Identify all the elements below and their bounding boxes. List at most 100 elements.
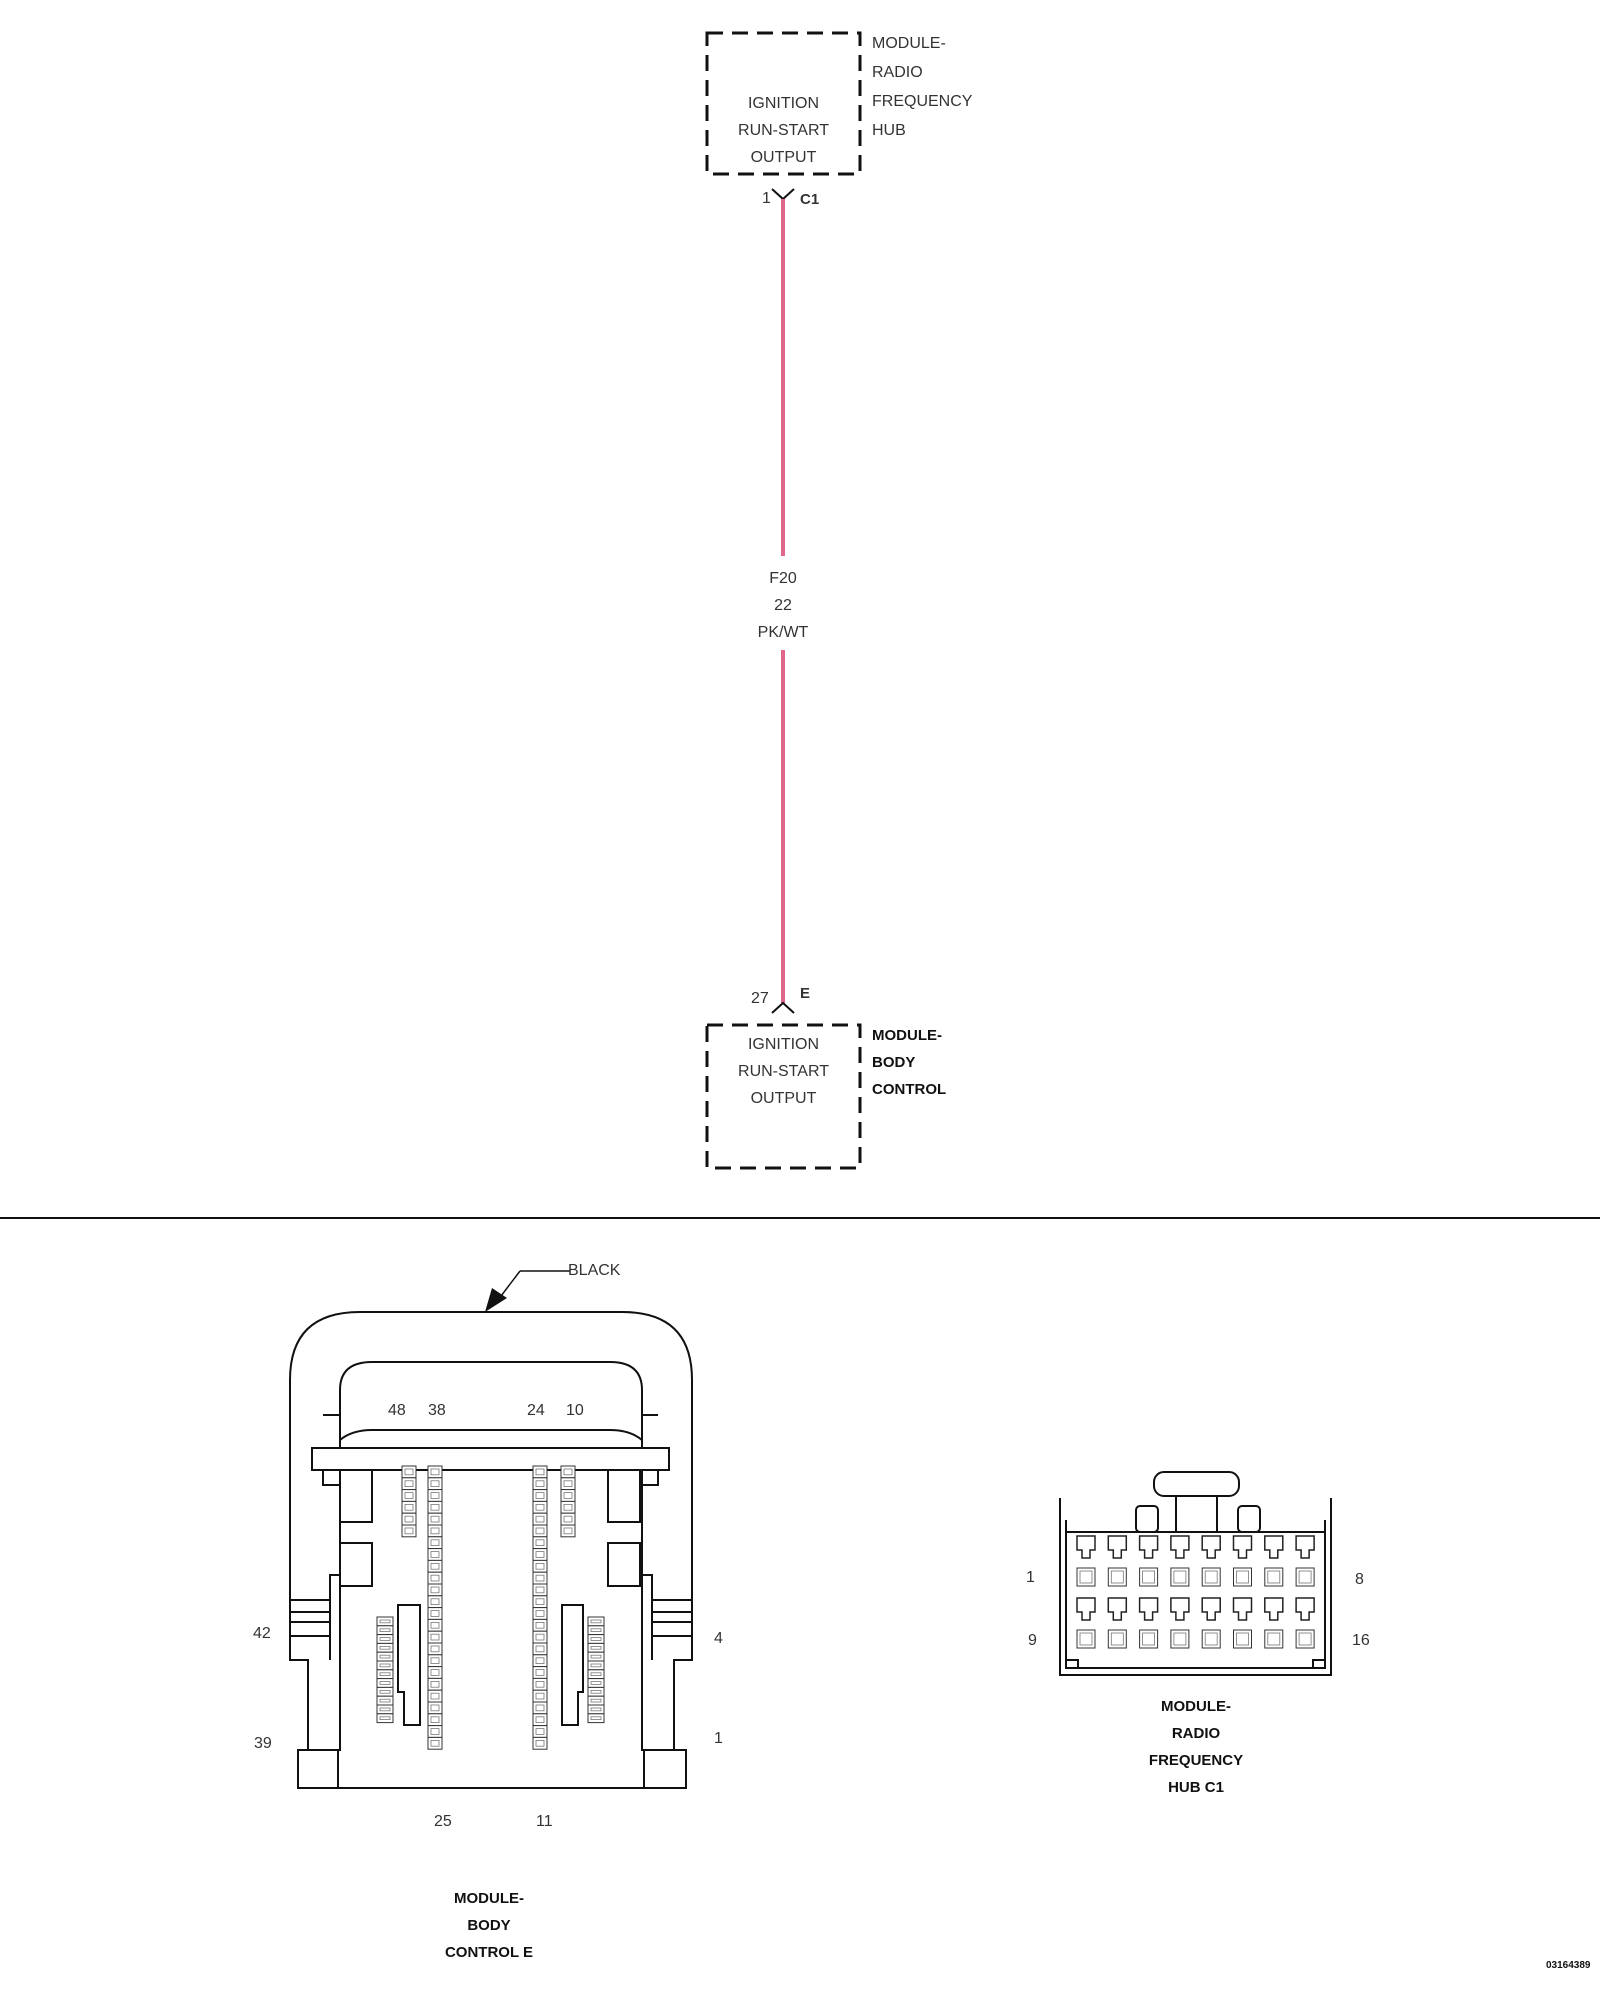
pin-cavity-inner xyxy=(430,1610,440,1617)
bottom-pin-number: 27 xyxy=(751,990,769,1007)
pin-cavity-inner xyxy=(379,1672,391,1677)
pin-cavity xyxy=(1295,1567,1315,1587)
pin-cavity xyxy=(427,1489,443,1502)
pin-cavity-inner xyxy=(430,1645,440,1653)
pin-cavity xyxy=(532,1701,548,1715)
pin-cavity xyxy=(427,1583,443,1597)
pin-terminal xyxy=(1076,1535,1096,1559)
pin-cavity xyxy=(1295,1629,1315,1649)
pin-cavity-inner xyxy=(1236,1570,1249,1584)
pin-cavity xyxy=(532,1642,548,1656)
pin-terminal xyxy=(1138,1597,1159,1621)
pin-cavity-inner xyxy=(404,1480,414,1488)
pin-terminal xyxy=(1076,1597,1096,1621)
pin-cavity xyxy=(401,1524,417,1538)
pin-cavity xyxy=(532,1607,548,1620)
pin-cavity xyxy=(1233,1629,1252,1649)
pin-terminal xyxy=(1264,1535,1284,1559)
function-line: OUTPUT xyxy=(750,149,817,166)
pin-cavity xyxy=(560,1500,576,1514)
pin-cavity xyxy=(532,1559,548,1573)
pin-cavity-inner xyxy=(404,1492,414,1499)
pin-cavity-inner xyxy=(430,1598,440,1606)
pin-cavity-inner xyxy=(379,1637,391,1641)
function-line: OUTPUT xyxy=(750,1090,817,1107)
pin-cavity-inner xyxy=(430,1728,440,1735)
pin-cavity xyxy=(532,1571,548,1585)
pin-cavity xyxy=(427,1725,443,1738)
pin-cavity-inner xyxy=(590,1690,602,1694)
pin-cavity-inner xyxy=(590,1619,602,1624)
pin-cavity-inner xyxy=(535,1515,545,1523)
top-connector-id: C1 xyxy=(800,191,820,208)
top-module-name: MODULE- RADIO FREQUENCY HUB xyxy=(872,29,972,145)
pin-cavity xyxy=(427,1701,443,1715)
pin-cavity xyxy=(427,1618,443,1632)
pin-cavity-inner xyxy=(1267,1632,1281,1646)
pin-terminal xyxy=(1201,1535,1221,1559)
pin-cavity xyxy=(427,1536,443,1550)
pin-cavity-inner xyxy=(430,1515,440,1523)
pin-cavity-inner xyxy=(430,1716,440,1724)
pin-cavity xyxy=(427,1595,443,1609)
pin-cavity-inner xyxy=(379,1716,391,1721)
pin-cavity-inner xyxy=(1110,1570,1124,1584)
pin-cavity xyxy=(1170,1629,1190,1649)
pin-cavity-inner xyxy=(590,1681,602,1685)
wire-color-code: PK/WT xyxy=(757,624,809,641)
pin-cavity xyxy=(376,1686,394,1697)
pin-cavity-inner xyxy=(430,1586,440,1594)
pin-cavity-inner xyxy=(535,1716,545,1724)
top-module-box xyxy=(705,31,862,176)
pin-cavity-inner xyxy=(535,1480,545,1488)
pin-cavity xyxy=(560,1465,576,1479)
pin-cavity-inner xyxy=(1142,1632,1155,1646)
pin-cavity xyxy=(1139,1567,1159,1587)
pin-cavity xyxy=(587,1678,605,1688)
pin-cavity xyxy=(532,1489,548,1502)
pin-cavity xyxy=(401,1500,417,1514)
pin-cavity xyxy=(376,1616,394,1627)
pin-cavity-inner xyxy=(404,1515,414,1523)
rfh-pin-label-16: 16 xyxy=(1352,1632,1370,1649)
pin-cavity xyxy=(1107,1629,1127,1649)
pin-cavity-inner xyxy=(430,1622,440,1629)
pin-cavity xyxy=(532,1524,548,1538)
rfh-pin-label-9: 9 xyxy=(1028,1632,1037,1649)
pin-cavity-inner xyxy=(535,1740,545,1747)
pin-cavity-inner xyxy=(430,1539,440,1547)
pin-cavity-inner xyxy=(535,1574,545,1582)
pin-cavity xyxy=(532,1595,548,1609)
pin-cavity xyxy=(1076,1629,1096,1649)
pin-terminal xyxy=(1138,1535,1159,1559)
function-line: RUN-START xyxy=(738,1063,829,1080)
pin-cavity-inner xyxy=(563,1492,573,1499)
pin-cavity-inner xyxy=(379,1646,391,1650)
pin-label-42: 42 xyxy=(253,1625,271,1642)
pin-cavity-inner xyxy=(379,1663,391,1668)
bottom-connector-symbol xyxy=(771,1001,795,1014)
name-line: CONTROL E xyxy=(444,1944,534,1961)
pin-cavity xyxy=(587,1651,605,1662)
pin-cavity-inner xyxy=(590,1628,602,1633)
pin-cavity xyxy=(427,1713,443,1727)
pin-cavity-inner xyxy=(535,1657,545,1665)
pin-terminal xyxy=(1170,1535,1190,1559)
pin-label-4: 4 xyxy=(714,1630,723,1647)
pin-cavity-inner xyxy=(563,1480,573,1488)
pin-cavity xyxy=(376,1713,394,1724)
pin-cavity-inner xyxy=(563,1515,573,1523)
pin-cavity-inner xyxy=(535,1728,545,1735)
function-line: IGNITION xyxy=(747,1036,820,1053)
function-line: RUN-START xyxy=(738,122,829,139)
pin-terminal xyxy=(1107,1535,1128,1559)
pin-cavity-inner xyxy=(535,1527,545,1535)
pin-cavity-inner xyxy=(535,1563,545,1570)
name-line: RADIO xyxy=(872,64,923,81)
pin-label-1: 1 xyxy=(714,1730,723,1747)
name-line: MODULE- xyxy=(1161,1698,1231,1715)
pin-cavity-inner xyxy=(535,1645,545,1653)
pin-cavity xyxy=(1139,1629,1159,1649)
pin-cavity-inner xyxy=(1110,1632,1124,1646)
